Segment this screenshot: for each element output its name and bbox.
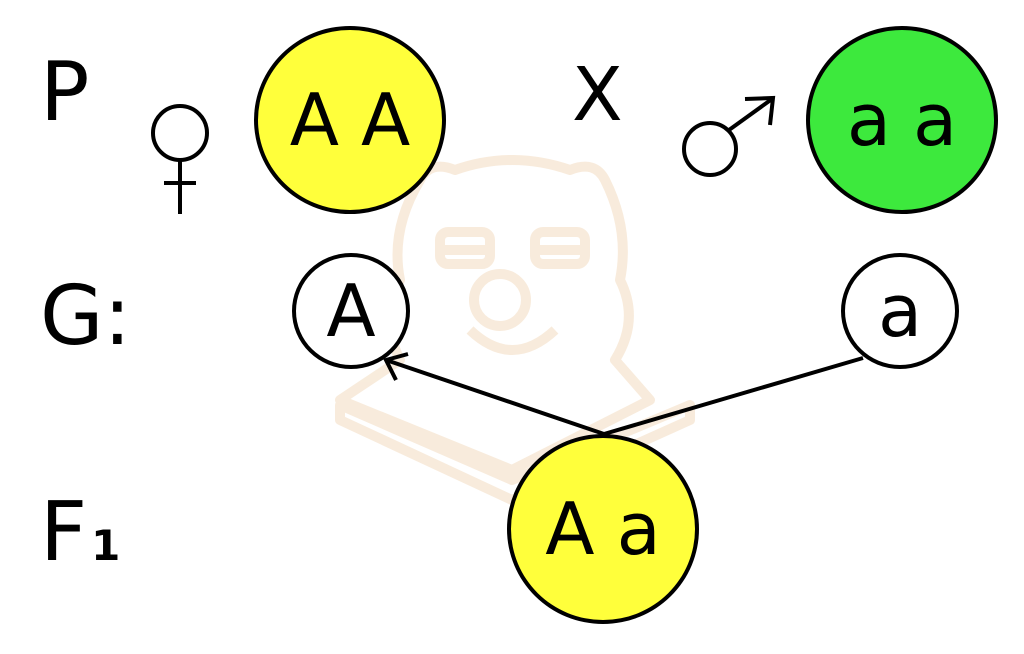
row-label-offspring: F1 [40,492,120,574]
arrowhead-female-gamete-icon [383,352,409,381]
offspring-label-subscript: 1 [91,521,121,570]
female-symbol-icon [151,104,209,214]
allele: a [616,487,661,571]
allele: A [545,487,595,571]
allele: A [289,78,339,162]
gamete-male: a [841,253,959,369]
offspring-label-main: F [40,485,88,580]
inheritance-lines [383,352,864,436]
row-label-parents: P [40,45,90,140]
line-to-male-gamete [603,356,864,436]
allele: a [913,78,958,162]
allele: A [361,78,411,162]
allele: a [846,78,891,162]
line-to-female-gamete [385,358,605,436]
cross-symbol: X [572,52,623,138]
row-label-gametes: G: [40,269,132,364]
gamete-female: A [292,253,410,369]
male-symbol-icon [682,95,776,177]
